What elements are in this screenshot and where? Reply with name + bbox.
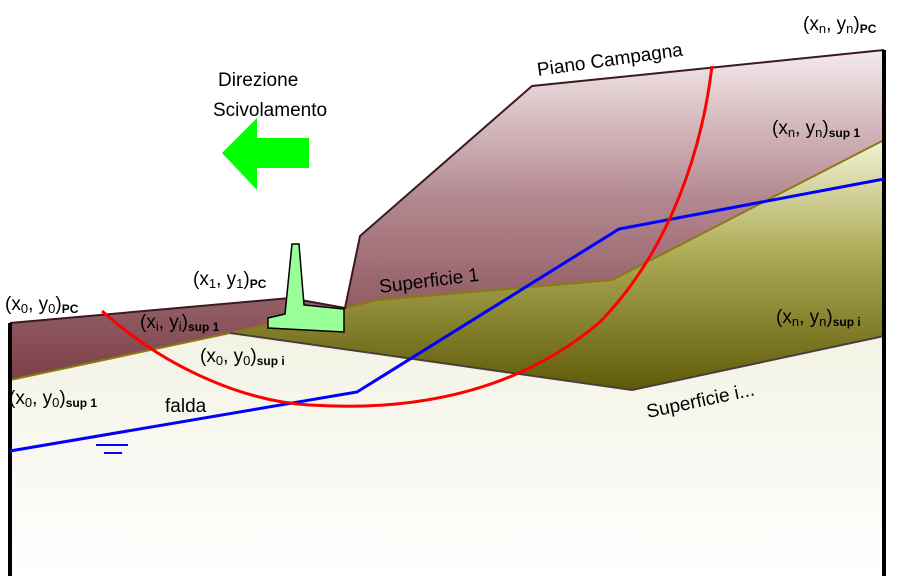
water-table-line [9, 177, 885, 453]
slip-surface-arc [100, 65, 714, 408]
lower-soil-layer [10, 333, 884, 576]
coord-label-supi-0: (x0, y0)sup i [200, 346, 285, 368]
coord-label-sup1-n: (xn, yn)sup 1 [772, 118, 860, 140]
coord-label-pc-1: (x1, y1)PC [193, 269, 267, 291]
coord-label-sup1-0: (x0, y0)sup 1 [9, 388, 97, 410]
coord-label-supi-n: (xn, yn)sup i [776, 307, 861, 329]
retaining-wall [267, 243, 345, 333]
direction-label-line1: Direzione [218, 70, 298, 91]
coord-label-sup1-i: (xi, yi)sup 1 [140, 312, 220, 334]
water-table-label: falda [165, 396, 207, 417]
direction-label-line2: Scivolamento [213, 100, 327, 121]
coord-label-pc-n: (xn, yn)PC [803, 14, 877, 36]
middle-soil-layer [230, 140, 884, 390]
upper-soil-layer [10, 50, 884, 380]
surface-i-line [229, 332, 885, 392]
ground-surface-line [9, 49, 885, 324]
surface-1-line [9, 139, 885, 381]
sliding-direction-arrow-icon [222, 118, 309, 190]
coord-label-pc-0: (x0, y0)PC [5, 294, 79, 316]
